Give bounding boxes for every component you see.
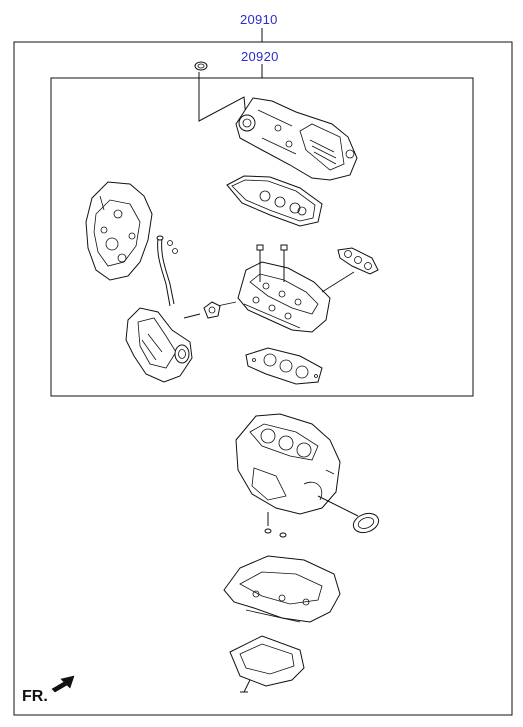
water-outlet-gasket[interactable] <box>203 301 221 319</box>
lower-crankcase[interactable] <box>223 555 341 623</box>
cylinder-head[interactable] <box>207 261 331 333</box>
cylinder-head-bolts[interactable] <box>256 244 288 282</box>
outer-kit-part-number[interactable]: 20910 <box>240 12 278 27</box>
oil-filler-cap[interactable] <box>194 61 247 122</box>
oil-level-gauge-guide[interactable] <box>156 235 178 307</box>
inner-kit-frame <box>50 64 474 397</box>
exhaust-manifold-gasket[interactable] <box>321 247 379 293</box>
cylinder-head-gasket[interactable] <box>245 347 323 385</box>
front-direction-label: FR. <box>22 688 48 705</box>
intake-manifold[interactable] <box>125 307 201 383</box>
front-direction-arrow-icon <box>51 675 75 693</box>
block-o-rings[interactable] <box>264 512 287 538</box>
outer-kit-frame <box>13 28 513 716</box>
cylinder-block[interactable] <box>235 413 341 515</box>
rear-crankshaft-oil-seal[interactable] <box>317 495 381 536</box>
oil-pan[interactable] <box>229 635 305 693</box>
cylinder-head-cover[interactable] <box>235 97 358 181</box>
timing-chain-cover[interactable] <box>85 181 153 281</box>
head-cover-gasket[interactable] <box>226 175 323 227</box>
inner-kit-part-number[interactable]: 20920 <box>241 49 279 64</box>
